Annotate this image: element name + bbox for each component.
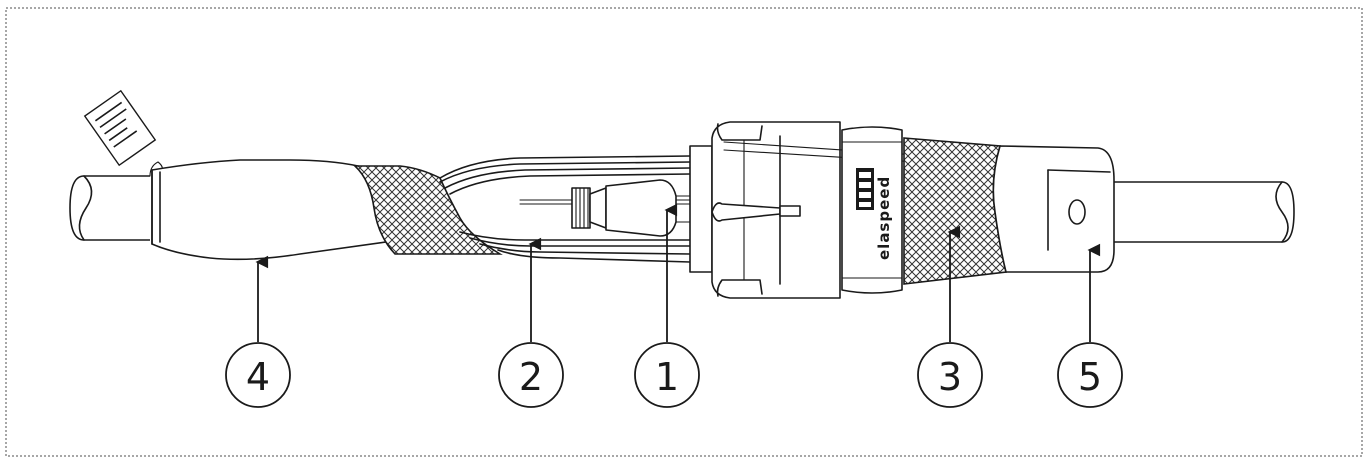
callout-2: 2: [498, 237, 564, 408]
screen-braid-right: [903, 137, 1007, 285]
cable-tag: [83, 89, 164, 177]
callout-number: 5: [1078, 355, 1102, 399]
outer-sleeve-right: [992, 145, 1115, 273]
callout-3: 3: [917, 225, 983, 408]
callout-number: 1: [655, 355, 679, 399]
manufacturer-logo-icon: [856, 168, 874, 210]
callout-number: 3: [938, 355, 962, 399]
callout-5: 5: [1057, 243, 1123, 408]
brand-label: elaspeed: [875, 176, 893, 260]
callout-4: 4: [225, 255, 291, 408]
frame-border: [5, 7, 1363, 457]
callout-number: 4: [246, 355, 270, 399]
callout-number: 2: [519, 355, 543, 399]
clamp-band: elaspeed: [841, 126, 903, 294]
callout-1: 1: [634, 203, 700, 408]
connector: [571, 179, 691, 237]
left-cable: [69, 175, 150, 241]
right-cable: [1100, 181, 1295, 243]
joint-body: [689, 121, 1111, 299]
